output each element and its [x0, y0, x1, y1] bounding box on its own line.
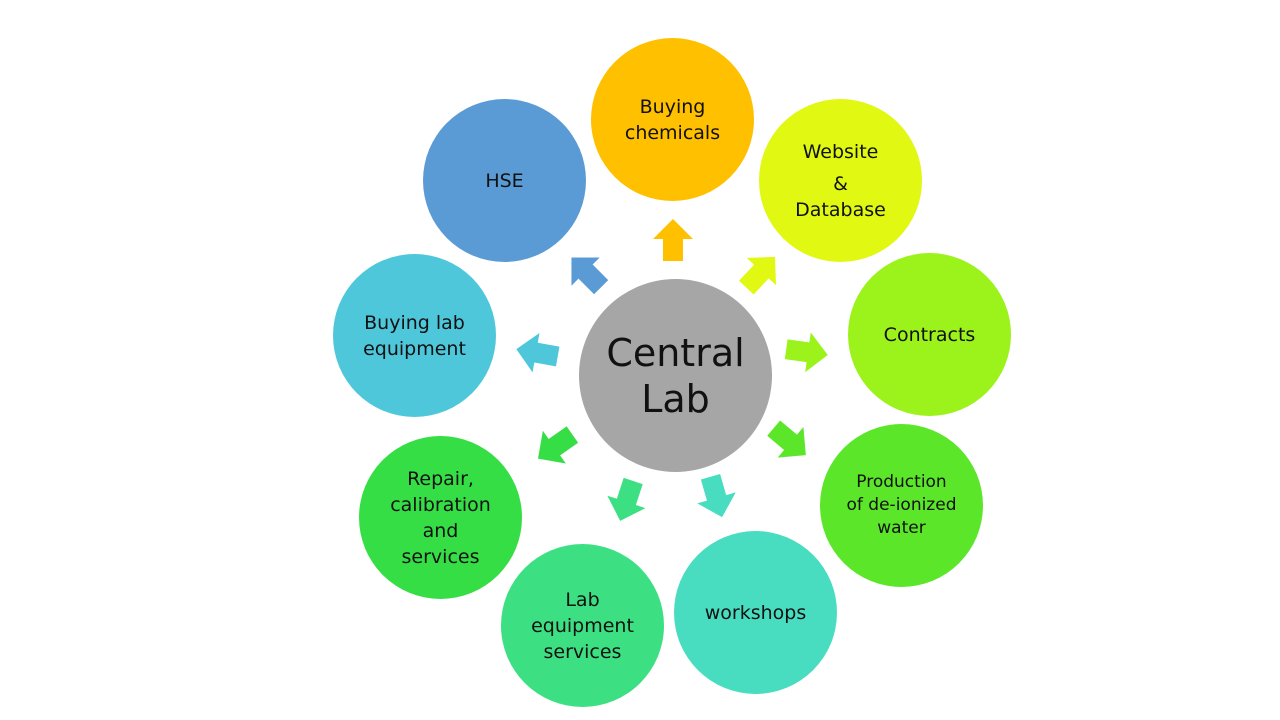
arrow-to-hse	[571, 257, 609, 295]
repair-label-line-4: services	[401, 545, 480, 568]
repair-label-line-2: calibration	[390, 493, 491, 516]
production-label-line-2: of de-ionized	[846, 495, 957, 515]
website-database-label-line-2: &	[833, 172, 848, 195]
production-deionized-water-node: Production of de-ionized water	[820, 424, 983, 587]
arrow-to-lab-equipment-services	[607, 477, 646, 521]
lab-equipment-services-label: Lab equipment services	[531, 587, 634, 665]
arrow-to-production	[767, 420, 806, 458]
production-label-line-1: Production	[856, 472, 947, 492]
arrow-to-contracts	[784, 332, 828, 373]
website-database-label-line-1: Website	[802, 140, 879, 163]
buying-chemicals-node: Buying chemicals	[591, 38, 754, 201]
buying-chemicals-label-line-2: chemicals	[624, 121, 721, 144]
contracts-node: Contracts	[848, 253, 1011, 416]
lab-equipment-services-label-line-3: services	[543, 640, 622, 663]
arrow-to-repair	[537, 426, 579, 464]
website-database-label-line-3: Database	[795, 198, 886, 221]
central-lab-label-line-2: Lab	[641, 376, 710, 421]
buying-chemicals-label: Buying chemicals	[625, 94, 720, 146]
repair-label-line-3: and	[422, 519, 459, 542]
hse-label: HSE	[485, 168, 523, 194]
buying-chemicals-label-line-1: Buying	[639, 95, 706, 118]
central-lab-node: Central Lab	[579, 279, 772, 472]
hse-label-line-1: HSE	[485, 169, 524, 192]
production-label-line-3: water	[877, 518, 926, 538]
repair-calibration-services-node: Repair, calibration and services	[359, 436, 522, 599]
arrow-to-buying-lab-equipment	[516, 332, 560, 373]
workshops-label-line-1: workshops	[704, 601, 807, 624]
central-lab-label: Central Lab	[606, 330, 744, 422]
arrow-to-buying-chemicals	[653, 219, 693, 261]
website-database-label: Website & Database	[795, 139, 886, 223]
buying-lab-equipment-label-line-1: Buying lab	[364, 311, 465, 334]
repair-label-line-1: Repair,	[407, 467, 474, 490]
production-deionized-water-label: Production of de-ionized water	[847, 471, 957, 540]
lab-equipment-services-node: Lab equipment services	[501, 544, 664, 707]
repair-calibration-services-label: Repair, calibration and services	[390, 466, 491, 570]
central-lab-label-line-1: Central	[606, 330, 745, 375]
contracts-label-line-1: Contracts	[883, 323, 976, 346]
buying-lab-equipment-label-line-2: equipment	[363, 337, 466, 360]
arrow-to-website	[739, 256, 776, 295]
workshops-label: workshops	[705, 600, 807, 626]
lab-equipment-services-label-line-2: equipment	[531, 614, 634, 637]
buying-lab-equipment-node: Buying lab equipment	[333, 254, 496, 417]
arrow-to-workshops	[697, 474, 736, 518]
workshops-node: workshops	[674, 531, 837, 694]
buying-lab-equipment-label: Buying lab equipment	[363, 310, 466, 362]
hse-node: HSE	[423, 99, 586, 262]
contracts-label: Contracts	[884, 322, 976, 348]
lab-equipment-services-label-line-1: Lab	[565, 588, 600, 611]
website-database-node: Website & Database	[759, 99, 922, 262]
